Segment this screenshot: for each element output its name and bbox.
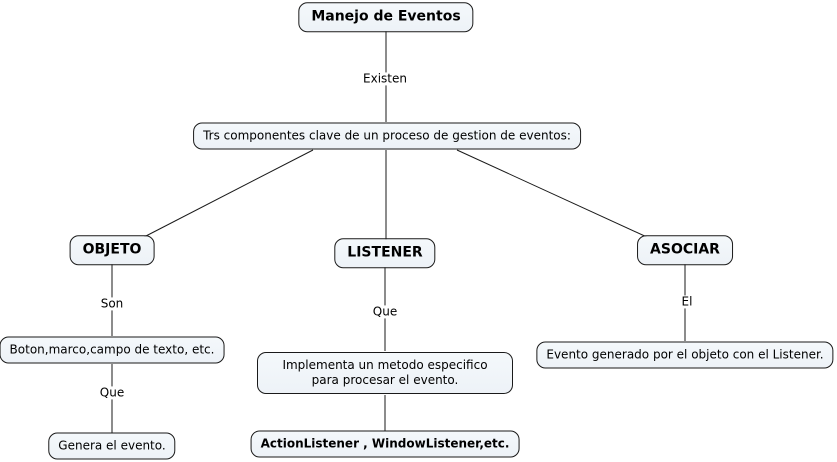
link-label-que-objeto[interactable]: Que	[95, 386, 129, 400]
concept-node-objeto[interactable]: OBJETO	[69, 235, 155, 265]
concept-node-evento[interactable]: Evento generado por el objeto con el Lis…	[536, 341, 834, 369]
concept-node-implementa[interactable]: Implementa un metodo especifico para pro…	[257, 352, 513, 394]
concept-node-componentes[interactable]: Trs componentes clave de un proceso de g…	[193, 122, 581, 150]
edge-componentes-asociar	[456, 149, 650, 239]
concept-node-genera[interactable]: Genera el evento.	[48, 432, 176, 460]
concept-node-listener[interactable]: LISTENER	[334, 238, 436, 268]
concept-node-actionlistener[interactable]: ActionListener , WindowListener,etc.	[250, 430, 520, 458]
link-label-son[interactable]: Son	[96, 297, 128, 311]
link-label-que-listener[interactable]: Que	[368, 305, 402, 319]
edge-componentes-objeto	[143, 149, 314, 238]
concept-node-boton[interactable]: Boton,marco,campo de texto, etc.	[0, 336, 225, 364]
concept-node-asociar[interactable]: ASOCIAR	[637, 235, 733, 265]
link-label-existen[interactable]: Existen	[359, 72, 411, 86]
link-label-el[interactable]: El	[677, 295, 697, 309]
concept-node-root[interactable]: Manejo de Eventos	[298, 2, 474, 32]
